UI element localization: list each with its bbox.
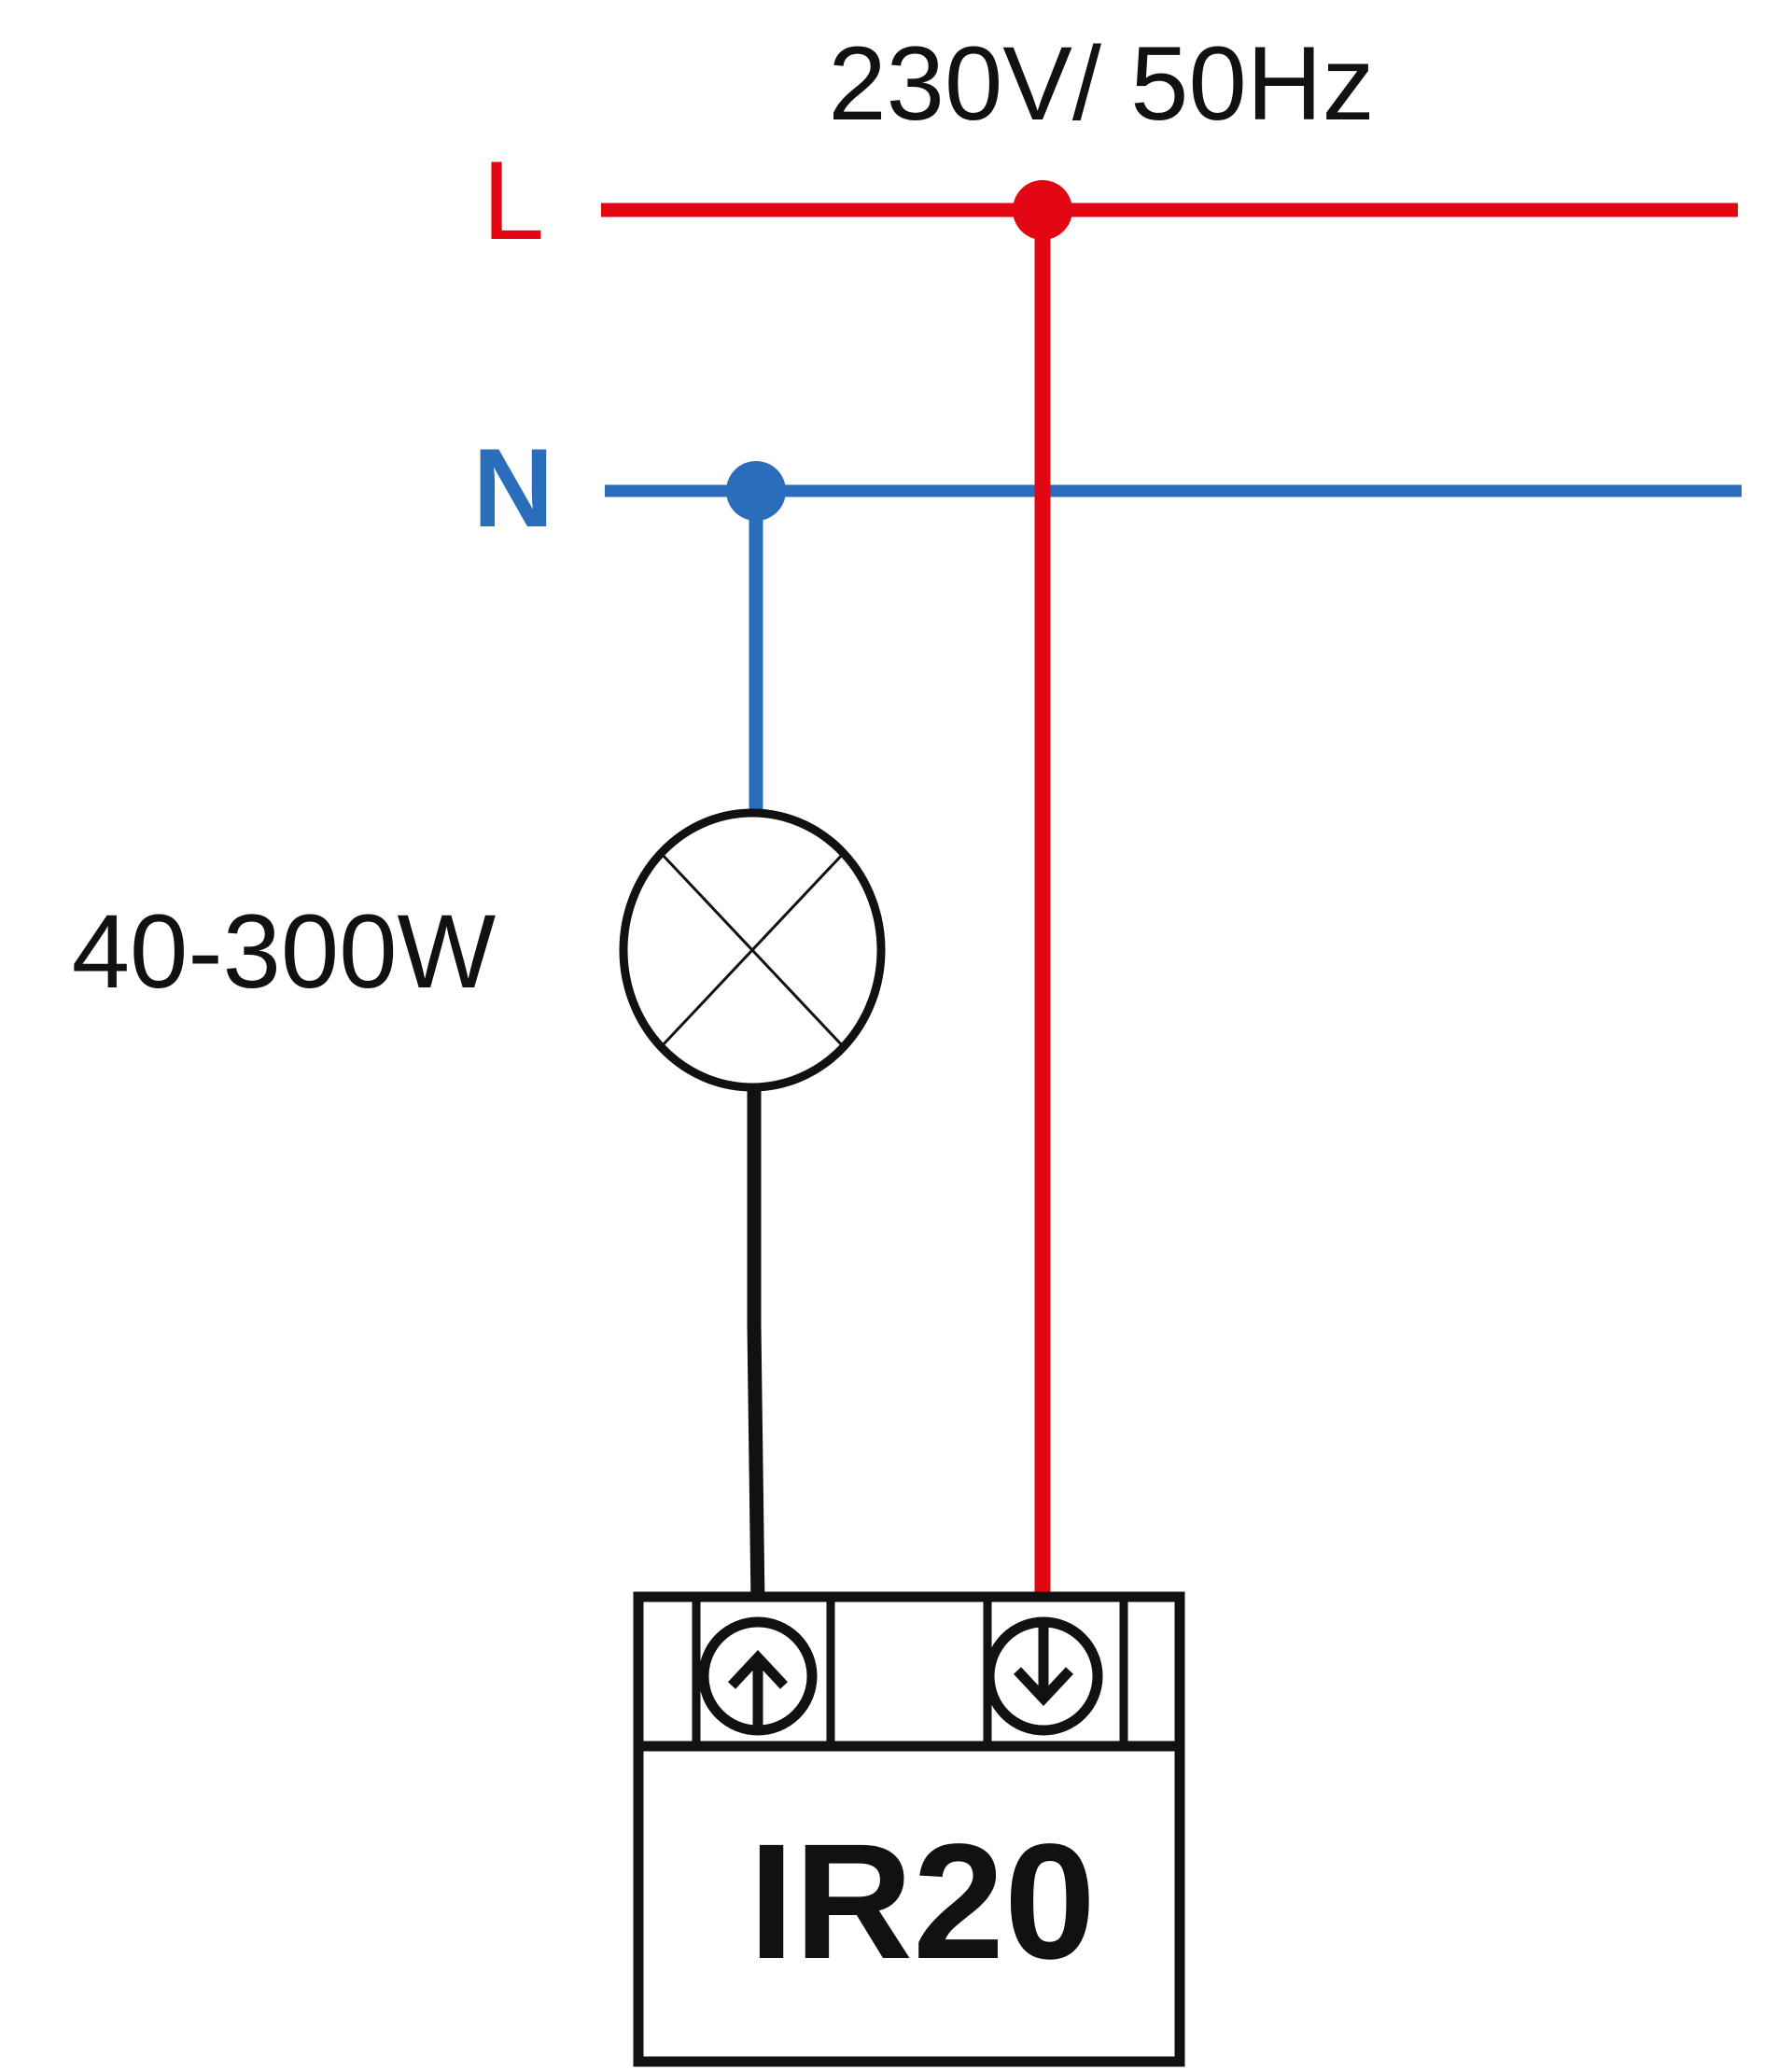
- lamp-rating-label: 40-300W: [72, 893, 497, 1010]
- device-block: IR20: [633, 1591, 1185, 2067]
- neutral-label: N: [473, 426, 554, 551]
- live-label: L: [483, 138, 545, 263]
- live-junction-dot: [1013, 180, 1072, 240]
- terminal-supply: [983, 1597, 1128, 1746]
- lamp-icon: [619, 808, 886, 1092]
- up-arrow-icon: [727, 1649, 789, 1728]
- device-name-label: IR20: [749, 1811, 1096, 1993]
- terminal-load: [692, 1597, 835, 1746]
- neutral-junction-dot: [726, 461, 786, 521]
- supply-label: 230V/ 50Hz: [828, 25, 1374, 142]
- down-arrow-icon: [1013, 1624, 1074, 1707]
- switched-wire: [747, 1090, 765, 1606]
